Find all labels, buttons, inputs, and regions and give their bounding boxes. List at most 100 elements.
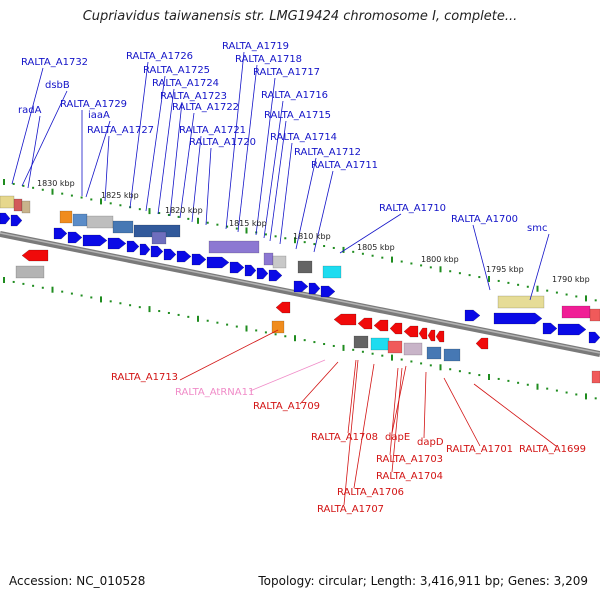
gene-label-forward: smc [527,223,547,234]
reverse-gene-arrow [21,249,49,262]
tick-mark [391,256,393,263]
tick-mark [332,246,335,249]
reverse-gene-arrow [389,322,403,335]
forward-gene-arrow [67,231,83,244]
tick-mark [235,325,238,328]
tick-mark [449,368,452,371]
gene-label-forward: RALTA_A1718 [235,54,302,65]
tick-mark [216,321,219,324]
tick-mark [70,292,73,295]
tick-mark [594,299,597,302]
gene-label-reverse: RALTA_A1707 [317,504,384,515]
tick-mark [129,304,132,307]
tick-mark [264,331,267,334]
tick-mark [197,217,199,224]
leader-line [529,233,550,301]
tick-mark [138,306,141,309]
reverse-gene-arrow [418,327,428,340]
leader-line [473,383,557,447]
tick-mark [361,350,364,353]
reverse-gene-arrow [427,329,436,342]
gene-label-forward: RALTA_A1717 [253,67,320,78]
leader-line [145,75,166,212]
forward-gene-arrow [229,261,245,274]
kbp-marker-label: 1800 kbp [421,255,459,264]
tick-mark [51,188,54,195]
tick-mark [517,283,520,286]
annotation-box [297,260,313,274]
annotation-box [426,346,442,360]
annotation-box [208,240,260,254]
genome-backbone [0,231,600,357]
leader-line [104,135,110,202]
tick-mark [274,235,277,238]
tick-mark [488,276,490,282]
gene-label-forward: RALTA_A1710 [379,203,446,214]
tick-mark [526,285,529,288]
reverse-gene-arrow [275,301,291,314]
leader-line [279,142,293,245]
tick-mark [313,243,316,246]
annotation-box [151,231,167,245]
leader-line [191,135,202,223]
tick-mark [585,295,587,302]
annotation-box [86,215,114,229]
kbp-tick-rows [3,179,597,400]
tick-mark [206,319,209,322]
tick-mark [575,295,578,298]
tick-mark [274,333,277,336]
tick-mark [313,341,316,344]
reverse-gene-arrow [373,319,389,332]
tick-mark [371,352,374,355]
tick-mark [284,335,287,338]
gene-label-forward: RALTA_A1712 [294,147,361,158]
tick-mark [303,339,306,342]
tick-mark [458,370,461,373]
forward-gene-arrow [107,237,127,250]
gene-label-forward: RALTA_A1720 [189,137,256,148]
tick-mark [478,276,481,279]
tick-mark [565,391,568,394]
forward-gene-arrow [0,212,11,225]
reverse-gene-arrow [333,313,357,326]
tick-mark [109,202,112,205]
accession-text: Accession: NC_010528 [9,574,146,588]
leader-line [27,115,41,189]
tick-mark [381,354,384,357]
annotation-box [263,252,274,266]
annotation-box [591,370,600,384]
gene-label-reverse: dapD [417,437,444,448]
forward-gene-arrow [126,240,140,253]
tick-mark [119,302,122,305]
annotation-box [497,295,545,309]
gene-label-reverse: RALTA_A1706 [337,487,404,498]
gene-label-forward: RALTA_A1711 [311,160,378,171]
forward-gene-arrow [464,309,481,322]
annotation-box [59,210,73,224]
tick-mark [226,225,229,228]
tick-mark [119,204,122,207]
tick-mark [90,296,93,299]
tick-mark [488,374,490,380]
forward-gene-arrow [268,269,283,282]
forward-gene-arrow [150,245,164,258]
reverse-gene-arrow [357,317,373,330]
forward-gene-arrow [588,331,600,344]
tick-mark [32,284,35,287]
annotation-box [13,198,23,212]
tick-mark [12,280,15,283]
forward-gene-arrow [308,282,321,295]
tick-mark [526,383,529,386]
tick-mark [12,182,15,185]
tick-mark [226,323,229,326]
forward-gene-arrow [293,280,309,293]
gene-label-forward: RALTA_A1723 [160,91,227,102]
tick-mark [255,329,258,332]
leader-line [347,359,357,434]
kbp-marker-label: 1825 kbp [101,191,139,200]
annotation-box [271,320,285,334]
tick-mark [468,372,471,375]
tick-mark [177,215,180,218]
kbp-marker-label: 1805 kbp [357,243,395,252]
